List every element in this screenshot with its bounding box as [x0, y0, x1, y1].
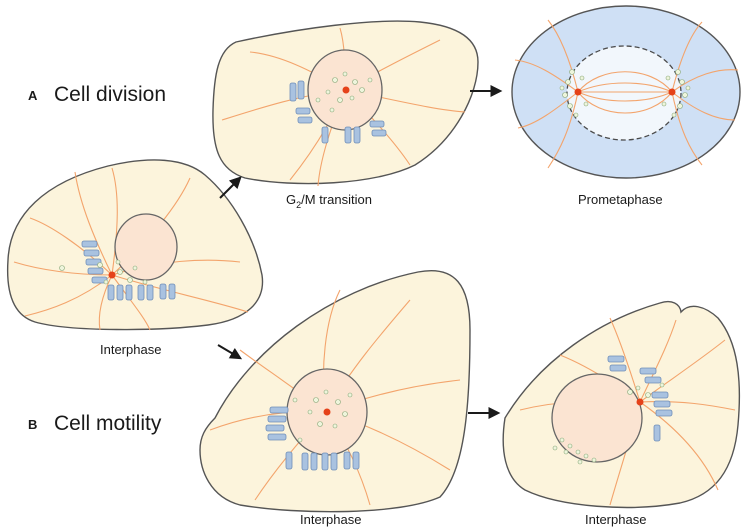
cell-g2m — [212, 20, 479, 187]
centrosome — [342, 86, 350, 94]
panel-b-title: Cell motility — [54, 412, 162, 435]
cell-interphase-motility-2 — [502, 300, 741, 509]
golgi-ribbon — [289, 80, 387, 144]
centrosome-right — [668, 88, 676, 96]
label-prometaphase: Prometaphase — [578, 192, 663, 207]
label-interphase-start: Interphase — [100, 342, 161, 357]
cell-interphase-motility-1 — [199, 270, 471, 513]
label-g2m: G2/M transition — [286, 192, 372, 210]
arrow-to-motility — [217, 344, 243, 360]
nucleus — [551, 373, 643, 463]
centrosome — [636, 398, 644, 406]
cell-interphase-start — [6, 159, 264, 331]
panel-b-letter: B — [28, 417, 37, 432]
panel-a-letter: A — [28, 88, 38, 103]
arrow-to-g2m — [219, 176, 242, 199]
golgi-ribbon — [81, 240, 176, 301]
label-interphase-motility-2: Interphase — [585, 512, 646, 527]
centrosome — [108, 271, 116, 279]
golgi-ribbon — [265, 406, 360, 471]
nucleus — [114, 213, 178, 281]
centrosome-left — [574, 88, 582, 96]
centrosome — [323, 408, 331, 416]
label-interphase-motility-1: Interphase — [300, 512, 361, 527]
panel-a-title: Cell division — [54, 83, 166, 106]
golgi-ribbon — [607, 355, 673, 442]
cell-prometaphase — [511, 5, 741, 179]
